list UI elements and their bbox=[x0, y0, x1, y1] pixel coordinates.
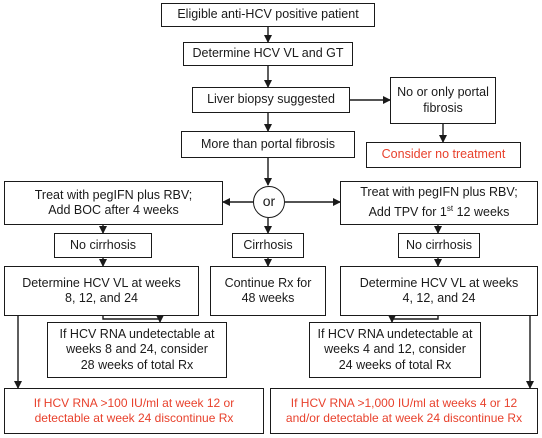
treat-tpv-line1: Treat with pegIFN plus RBV; bbox=[360, 185, 518, 200]
treat-tpv-box: Treat with pegIFN plus RBV; Add TPV for … bbox=[340, 181, 538, 225]
undetectable-left-line3: 28 weeks of total Rx bbox=[80, 357, 194, 372]
treat-tpv-line2-pre: Add TPV for 1 bbox=[368, 205, 447, 220]
undetectable-right-line2: weeks 4 and 12, consider bbox=[324, 342, 466, 357]
no-cirrhosis-left-label: No cirrhosis bbox=[70, 237, 136, 252]
or-label: or bbox=[262, 193, 276, 210]
cirrhosis-label: Cirrhosis bbox=[243, 237, 293, 252]
vl-left-box: Determine HCV VL at weeks 8, 12, and 24 bbox=[4, 266, 199, 316]
edge-vlleft-to-undetect bbox=[102, 315, 164, 323]
continue-rx-line2: 48 weeks bbox=[241, 291, 295, 305]
stop-rule-left-box: If HCV RNA >100 IU/ml at week 12 or dete… bbox=[4, 388, 264, 434]
stop-rule-left-line1: If HCV RNA >100 IU/ml at week 12 or bbox=[33, 395, 235, 410]
treat-boc-line2: Add BOC after 4 weeks bbox=[48, 203, 179, 217]
edge-vlright-to-undetect bbox=[388, 315, 439, 323]
undetectable-right-line1: If HCV RNA undetectable at bbox=[317, 326, 473, 341]
liver-biopsy-label: Liver biopsy suggested bbox=[207, 92, 335, 107]
more-than-portal-label: More than portal fibrosis bbox=[200, 136, 336, 151]
undetectable-right-box: If HCV RNA undetectable at weeks 4 and 1… bbox=[309, 322, 481, 378]
treat-boc-box: Treat with pegIFN plus RBV; Add BOC afte… bbox=[4, 181, 223, 225]
eligible-patient-box: Eligible anti-HCV positive patient bbox=[161, 3, 375, 27]
more-than-portal-box: More than portal fibrosis bbox=[181, 131, 355, 158]
undetectable-left-line1: If HCV RNA undetectable at bbox=[59, 326, 215, 341]
undetectable-left-line2: weeks 8 and 24, consider bbox=[66, 342, 208, 357]
no-portal-fibrosis-box: No or only portal fibrosis bbox=[390, 77, 496, 124]
consider-no-treatment-box: Consider no treatment bbox=[366, 142, 521, 168]
continue-rx-line1: Continue Rx for bbox=[224, 275, 312, 290]
treat-boc-line1: Treat with pegIFN plus RBV; bbox=[34, 187, 193, 202]
stop-rule-left-line2: detectable at week 24 discontinue Rx bbox=[34, 411, 234, 425]
treat-tpv-line2-post: 12 weeks bbox=[453, 205, 510, 220]
stop-rule-right-line2: and/or detectable at week 24 discontinue… bbox=[285, 411, 523, 425]
cirrhosis-box: Cirrhosis bbox=[232, 233, 304, 258]
consider-no-treatment-label: Consider no treatment bbox=[381, 147, 506, 162]
eligible-patient-label: Eligible anti-HCV positive patient bbox=[177, 7, 359, 22]
vl-left-line1: Determine HCV VL at weeks bbox=[22, 275, 181, 290]
no-cirrhosis-left-box: No cirrhosis bbox=[54, 233, 152, 258]
undetectable-left-box: If HCV RNA undetectable at weeks 8 and 2… bbox=[47, 322, 227, 378]
liver-biopsy-box: Liver biopsy suggested bbox=[192, 87, 350, 113]
no-cirrhosis-right-label: No cirrhosis bbox=[406, 237, 472, 252]
treat-tpv-line2: Add TPV for 1st 12 weeks bbox=[360, 201, 517, 221]
treat-tpv-line2-sup: st bbox=[446, 203, 454, 213]
determine-vl-gt-label: Determine HCV VL and GT bbox=[192, 46, 344, 61]
no-portal-fibrosis-label: No or only portal fibrosis bbox=[397, 85, 489, 115]
vl-left-line2: 8, 12, and 24 bbox=[65, 291, 138, 305]
stop-rule-right-box: If HCV RNA >1,000 IU/ml at weeks 4 or 12… bbox=[270, 388, 538, 434]
determine-vl-gt-box: Determine HCV VL and GT bbox=[183, 42, 353, 66]
stop-rule-right-line1: If HCV RNA >1,000 IU/ml at weeks 4 or 12 bbox=[290, 395, 518, 410]
vl-right-box: Determine HCV VL at weeks 4, 12, and 24 bbox=[340, 266, 538, 316]
vl-right-line2: 4, 12, and 24 bbox=[402, 291, 476, 305]
continue-rx-box: Continue Rx for 48 weeks bbox=[210, 266, 326, 316]
no-cirrhosis-right-box: No cirrhosis bbox=[398, 233, 480, 258]
or-decision-node: or bbox=[253, 186, 285, 218]
undetectable-right-line3: 24 weeks of total Rx bbox=[338, 357, 452, 372]
vl-right-line1: Determine HCV VL at weeks bbox=[359, 275, 519, 290]
